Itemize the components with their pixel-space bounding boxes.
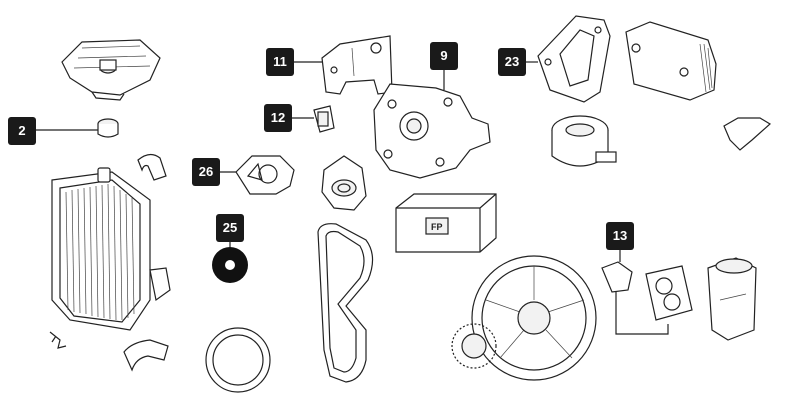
seal-25[interactable] [212, 240, 248, 283]
oil-filter-housing[interactable] [551, 115, 617, 167]
callout-26[interactable]: 26 [192, 158, 220, 186]
callout-2[interactable]: 2 [8, 117, 36, 145]
oil-cooler[interactable] [625, 21, 717, 101]
callout-25[interactable]: 25 [216, 214, 244, 242]
cooler-plate-23[interactable] [526, 15, 611, 103]
sensor-12[interactable] [292, 105, 335, 133]
bracket-11[interactable] [294, 35, 393, 95]
cooling-fan[interactable] [471, 255, 597, 381]
callout-12[interactable]: 12 [264, 104, 292, 132]
expansion-tank[interactable] [61, 39, 161, 101]
drive-belt[interactable] [317, 223, 374, 383]
callout-23[interactable]: 23 [498, 48, 526, 76]
thermostat-housing[interactable] [321, 155, 367, 211]
hose-upper[interactable] [137, 153, 167, 181]
outlet-elbow[interactable] [707, 257, 757, 341]
radiator-cap[interactable] [36, 118, 119, 138]
o-ring[interactable] [205, 327, 271, 393]
radiator[interactable] [51, 167, 171, 331]
viscous-clutch[interactable] [451, 323, 497, 369]
hose-elbow[interactable] [723, 117, 772, 151]
gasket-26[interactable] [218, 155, 295, 195]
callout-11[interactable]: 11 [266, 48, 294, 76]
thermostat-gasket[interactable] [645, 265, 693, 321]
parts-box[interactable]: FP [395, 193, 497, 253]
callout-9[interactable]: 9 [430, 42, 458, 70]
svg-text:FP: FP [431, 222, 443, 232]
temp-sensor-13[interactable] [601, 250, 669, 335]
water-pump-9[interactable] [373, 70, 491, 179]
hose-clip[interactable] [49, 331, 67, 349]
hose-lower[interactable] [123, 339, 169, 372]
callout-13[interactable]: 13 [606, 222, 634, 250]
